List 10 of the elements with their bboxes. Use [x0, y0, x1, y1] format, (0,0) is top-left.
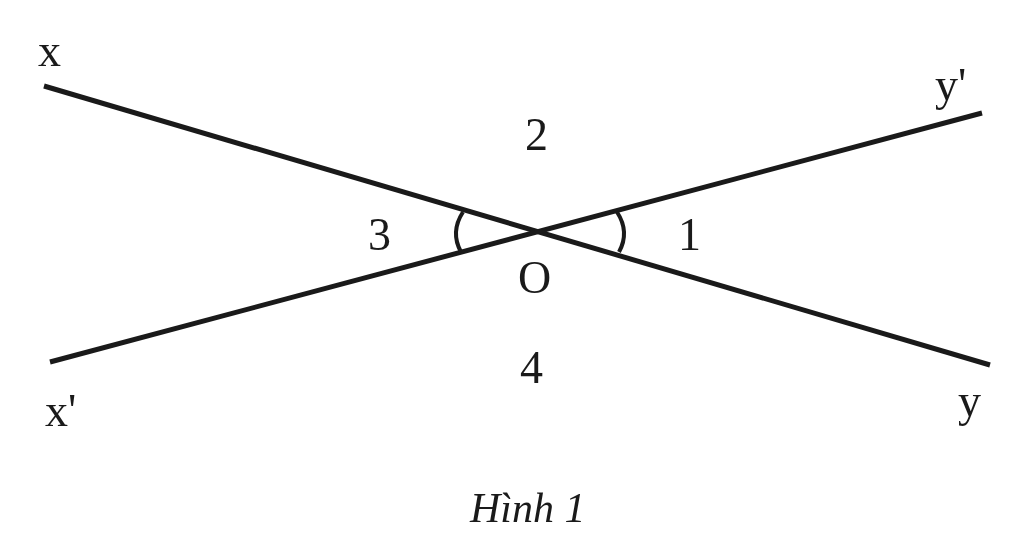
figure-caption: Hình 1 — [470, 487, 586, 529]
angle-number: 4 — [520, 345, 543, 391]
angle-number: 3 — [368, 212, 391, 258]
angle-number: 1 — [678, 212, 701, 258]
line-end-label: x' — [45, 388, 77, 434]
line-end-label: y — [958, 378, 981, 424]
point-label: O — [518, 255, 552, 301]
line-end-label: x — [38, 28, 61, 74]
line-end-label: y' — [935, 62, 967, 108]
angle-number: 2 — [525, 112, 548, 158]
